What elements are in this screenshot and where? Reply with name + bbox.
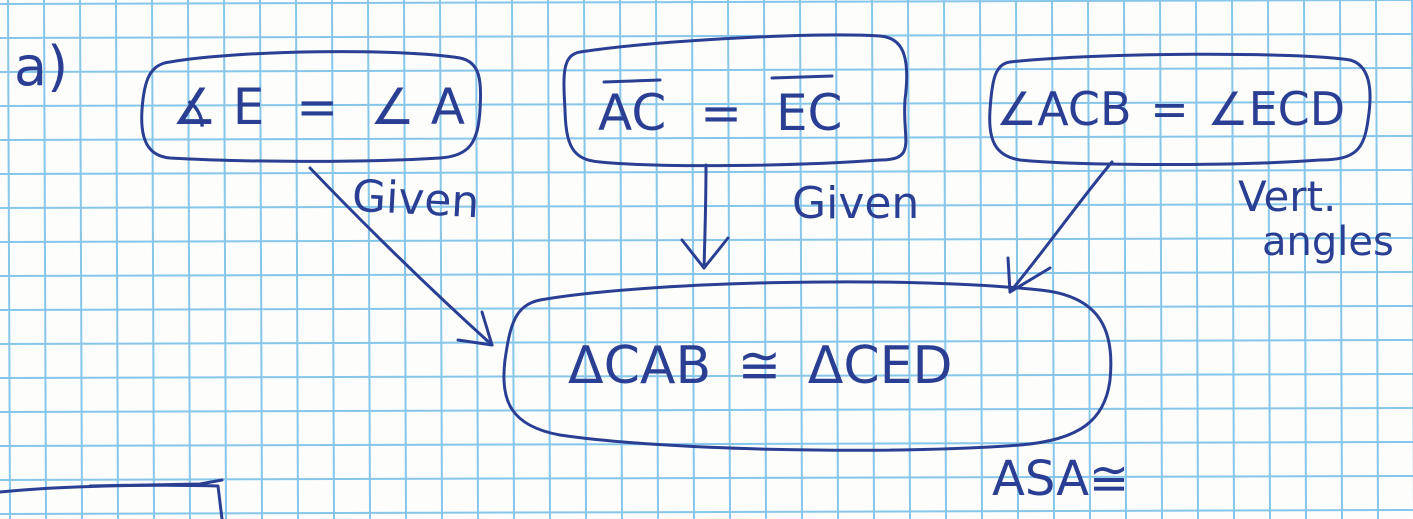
grid-line-horizontal <box>0 305 1413 311</box>
grid-line-vertical <box>619 0 623 519</box>
grid-line-vertical <box>367 0 371 519</box>
left-statement-box <box>140 50 483 163</box>
congruence-symbol: ≅ <box>737 336 782 396</box>
ac-overbar <box>602 78 662 84</box>
middle-statement: AC = EC <box>598 88 842 138</box>
middle-statement-box <box>562 33 909 168</box>
arrowhead-middle <box>680 236 730 270</box>
grid-line-vertical <box>799 0 803 519</box>
part-label: a) <box>14 35 69 98</box>
conclusion-rhs: ΔCED <box>807 336 953 396</box>
grid-line-vertical <box>1051 0 1055 519</box>
angle-symbol-e: ∡ <box>172 78 217 136</box>
conclusion-lhs: ΔCAB <box>568 336 712 396</box>
arrowhead-left <box>456 310 494 347</box>
left-statement: ∡ E = ∠ A <box>172 82 465 132</box>
grid-line-vertical <box>223 0 227 519</box>
grid-line-vertical <box>1303 0 1307 519</box>
left-reason: Given <box>350 170 481 229</box>
grid-line-vertical <box>835 0 839 519</box>
grid-line-vertical <box>439 0 443 519</box>
grid-line-vertical <box>871 0 875 519</box>
left-eq: = <box>296 78 339 136</box>
middle-reason: Given <box>792 178 920 229</box>
right-statement: ∠ACB = ∠ECD <box>996 86 1345 132</box>
grid-line-horizontal <box>0 101 1413 107</box>
grid-line-horizontal <box>0 509 1413 515</box>
grid-line-vertical <box>79 0 83 519</box>
grid-line-horizontal <box>0 67 1413 73</box>
grid-line-vertical <box>115 0 119 519</box>
left-lhs: E <box>232 78 265 136</box>
arrow-right-to-conclusion <box>1008 160 1114 294</box>
grid-line-vertical <box>43 0 47 519</box>
grid-line-vertical <box>1375 0 1379 519</box>
grid-line-vertical <box>1195 0 1199 519</box>
grid-line-vertical <box>691 0 695 519</box>
grid-line-vertical <box>187 0 191 519</box>
grid-line-vertical <box>547 0 551 519</box>
right-reason-line2: angles <box>1262 219 1394 265</box>
grid-line-vertical <box>1411 0 1413 519</box>
postulate-label: ASA≅ <box>992 451 1130 507</box>
right-eq: = <box>1150 82 1189 136</box>
grid-line-vertical <box>1231 0 1235 519</box>
grid-line-horizontal <box>0 339 1413 345</box>
ec-overbar <box>770 74 834 80</box>
grid-line-horizontal <box>0 475 1413 481</box>
grid-line-vertical <box>583 0 587 519</box>
grid-line-vertical <box>763 0 767 519</box>
grid-line-vertical <box>1267 0 1271 519</box>
grid-line-vertical <box>1339 0 1343 519</box>
grid-line-horizontal <box>0 271 1413 277</box>
right-rhs: ∠ECD <box>1207 82 1346 136</box>
grid-line-vertical <box>403 0 407 519</box>
grid-line-vertical <box>1123 0 1127 519</box>
arrowhead-right <box>1006 256 1052 294</box>
grid-line-horizontal <box>0 373 1413 379</box>
angle-symbol-a: ∠ <box>370 78 415 136</box>
grid-line-vertical <box>331 0 335 519</box>
grid-line-vertical <box>1087 0 1091 519</box>
conclusion-box <box>502 280 1113 452</box>
right-lhs: ∠ACB <box>996 82 1132 136</box>
grid-line-horizontal <box>0 33 1413 39</box>
grid-line-vertical <box>151 0 155 519</box>
bottom-left-line <box>0 483 224 519</box>
middle-eq: = <box>700 84 743 142</box>
grid-line-vertical <box>295 0 299 519</box>
grid-line-vertical <box>7 0 11 519</box>
grid-line-vertical <box>907 0 911 519</box>
grid-line-vertical <box>475 0 479 519</box>
grid-line-vertical <box>511 0 515 519</box>
grid-line-horizontal <box>0 0 1413 5</box>
grid-line-vertical <box>943 0 947 519</box>
grid-line-horizontal <box>0 237 1413 243</box>
right-reason-line1: Vert. <box>1238 172 1337 221</box>
grid-line-vertical <box>1159 0 1163 519</box>
grid-line-horizontal <box>0 407 1413 413</box>
grid-line-vertical <box>259 0 263 519</box>
grid-line-vertical <box>727 0 731 519</box>
right-statement-box <box>988 52 1372 166</box>
grid-line-vertical <box>1015 0 1019 519</box>
grid-line-horizontal <box>0 135 1413 141</box>
left-rhs: A <box>430 78 465 136</box>
grid-line-horizontal <box>0 441 1413 447</box>
arrow-left-to-conclusion <box>308 166 494 347</box>
grid-line-vertical <box>979 0 983 519</box>
grid-line-vertical <box>655 0 659 519</box>
middle-rhs: EC <box>775 84 843 142</box>
arrow-middle-to-conclusion <box>702 163 708 270</box>
middle-lhs: AC <box>598 84 667 142</box>
conclusion-statement: ΔCAB ≅ ΔCED <box>568 340 953 392</box>
